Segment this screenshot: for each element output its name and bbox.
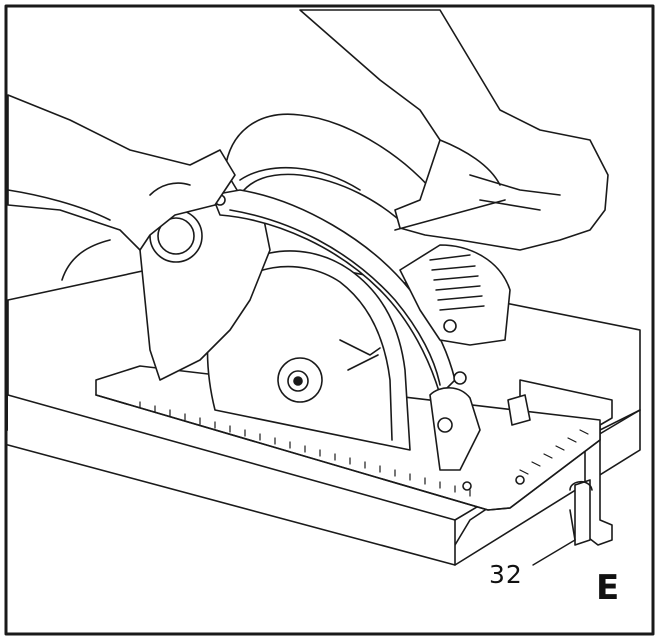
callout-leader [532, 539, 576, 566]
circular-saw [139, 113, 531, 471]
figure-letter: E [596, 568, 620, 608]
callout-label-32: 32 [489, 560, 523, 589]
figure-border [4, 4, 655, 636]
left-hand [7, 94, 236, 281]
right-hand [299, 9, 609, 251]
